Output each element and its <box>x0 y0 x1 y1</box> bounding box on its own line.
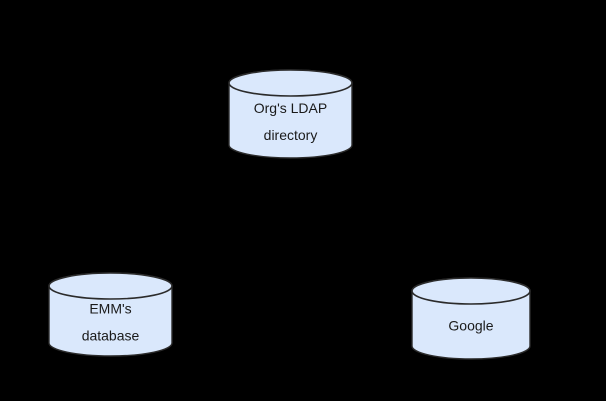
cylinder-shape-org-ldap-directory: Org's LDAP directory <box>228 69 353 159</box>
cylinder-top-ellipse <box>48 272 173 300</box>
cylinder-shape-emm-database: EMM's database <box>48 272 173 357</box>
database-node-google[interactable]: Google <box>411 277 531 360</box>
database-node-org-ldap-directory[interactable]: Org's LDAP directory <box>228 69 353 159</box>
database-label-line-1: Org's LDAP <box>254 100 327 116</box>
database-node-emm-database[interactable]: EMM's database <box>48 272 173 357</box>
database-label-line-2: database <box>82 328 140 344</box>
database-label-line-2: directory <box>264 127 318 143</box>
database-label-line-1: Google <box>448 318 493 334</box>
cylinder-top-ellipse <box>411 277 531 305</box>
database-label-line-1: EMM's <box>89 301 131 317</box>
cylinder-shape-google: Google <box>411 277 531 360</box>
cylinder-top-ellipse <box>228 69 353 97</box>
